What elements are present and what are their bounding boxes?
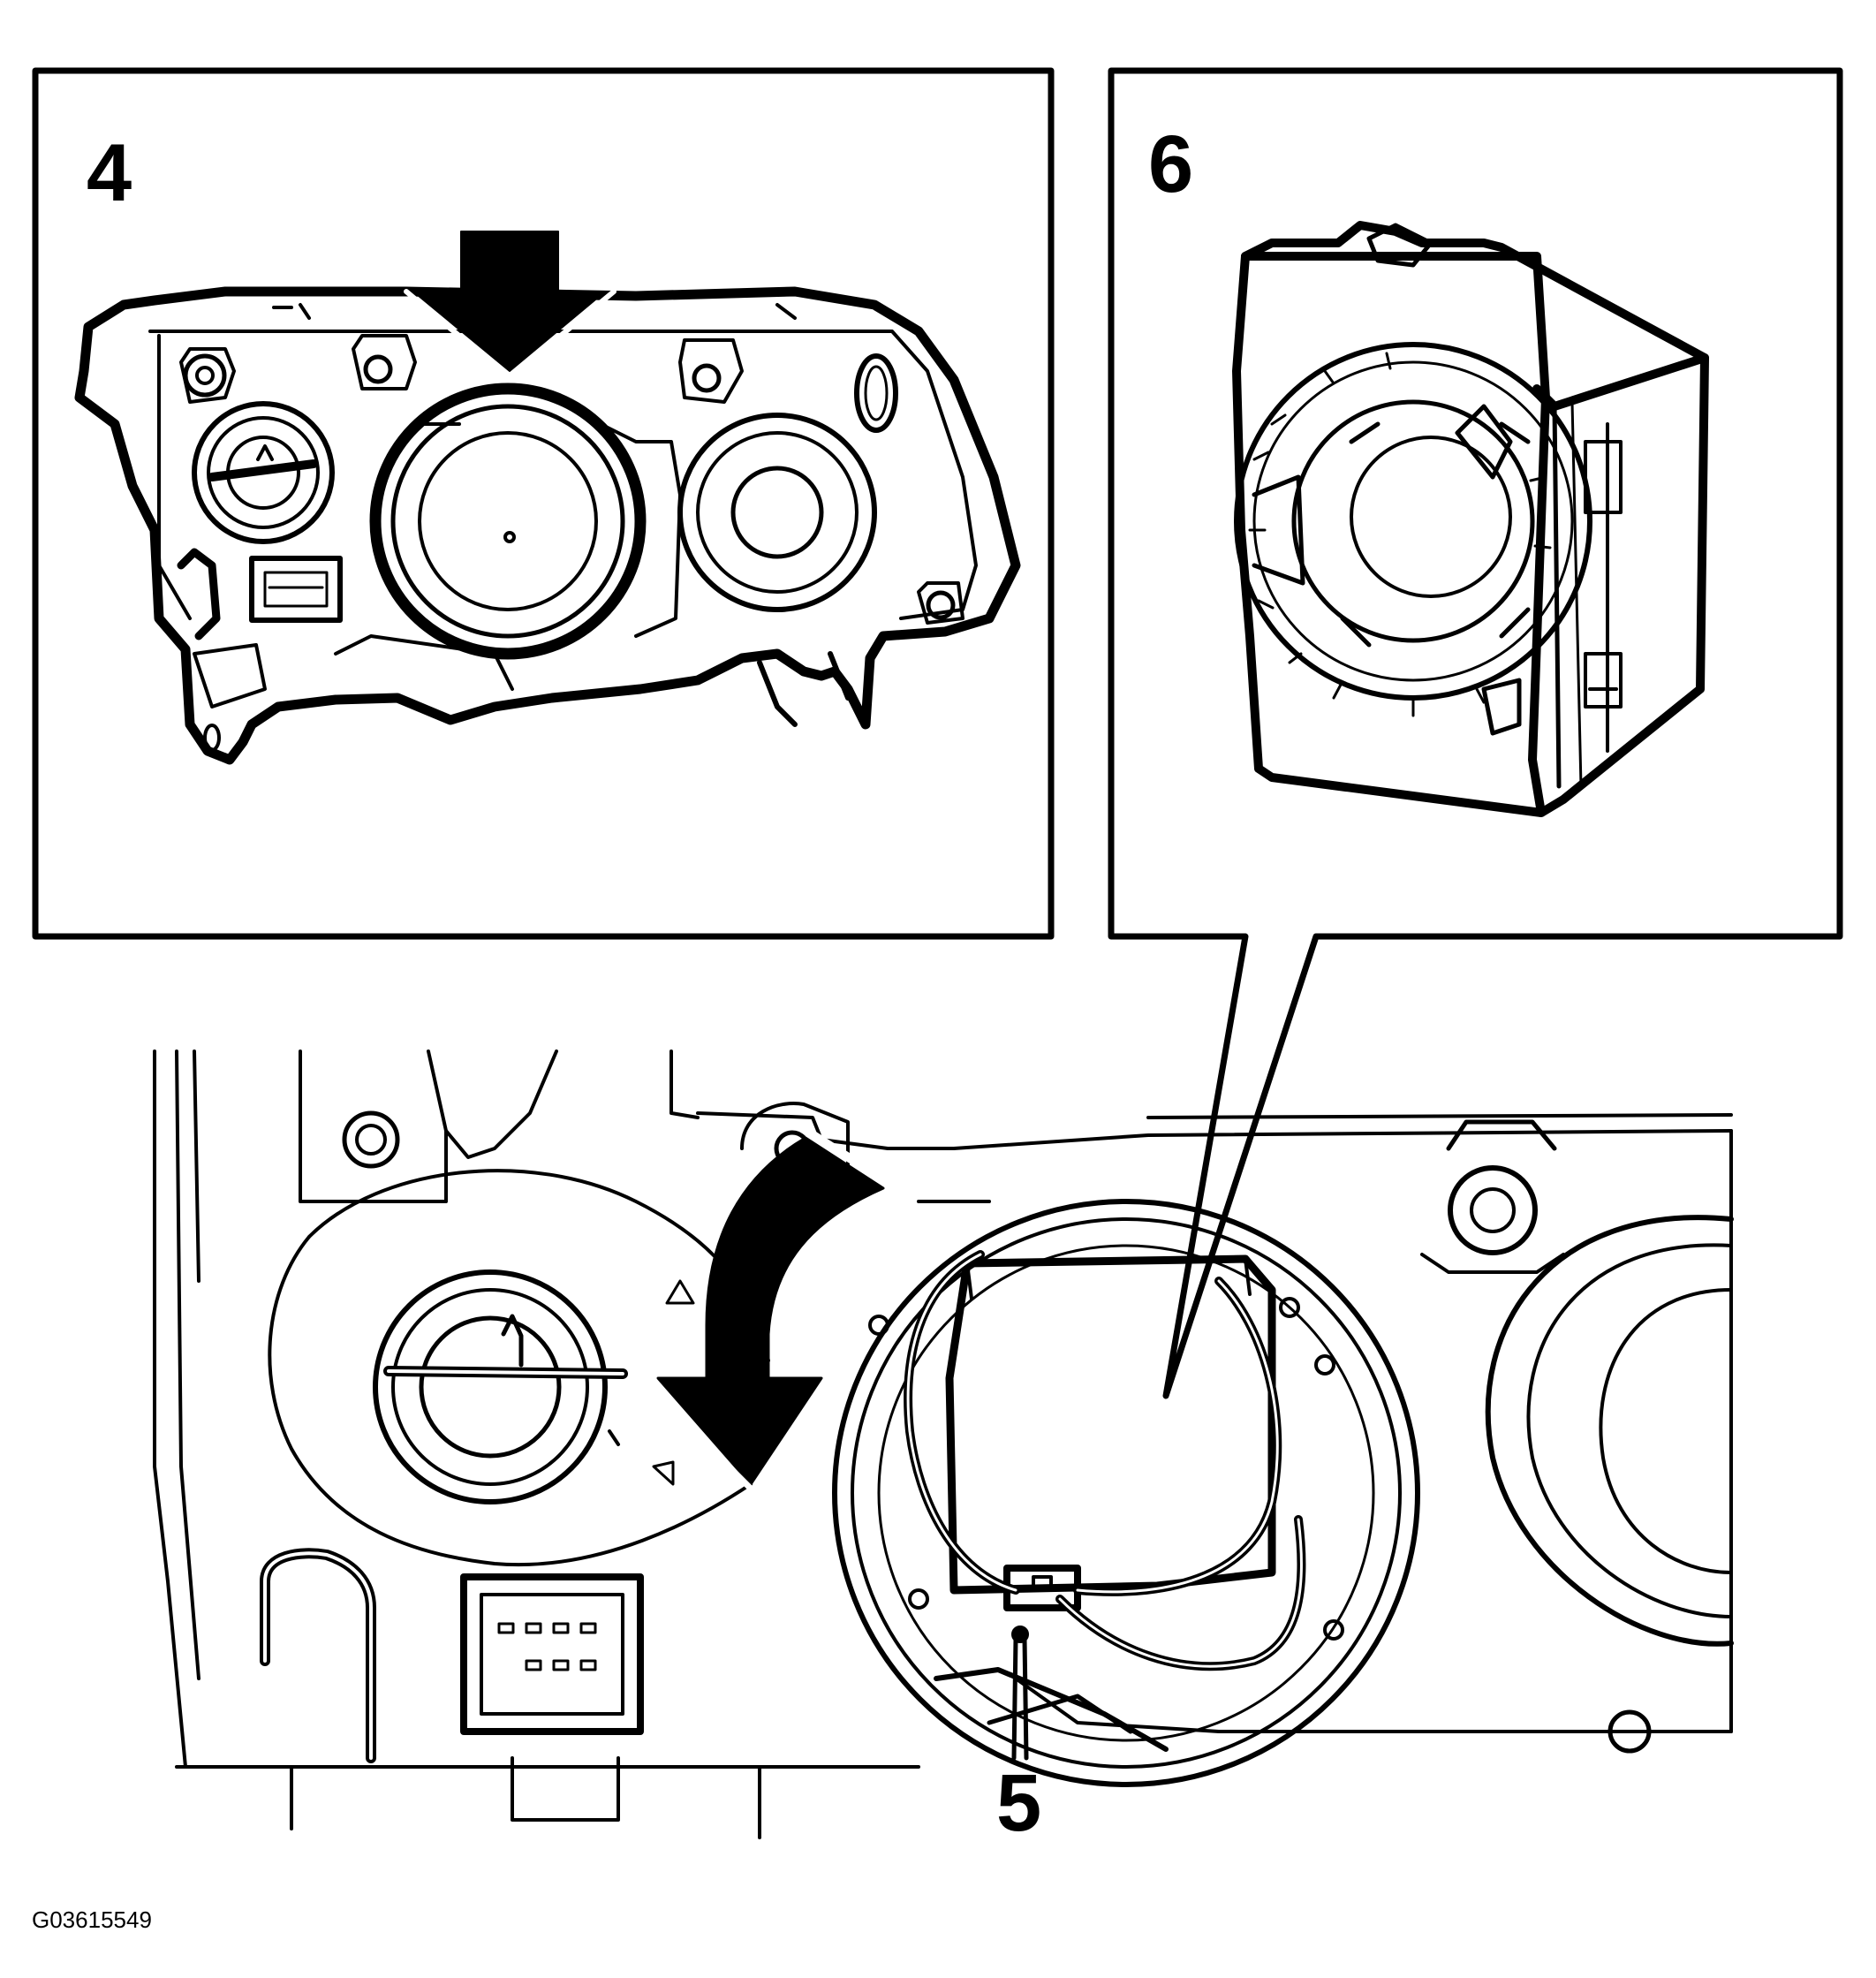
detail-view [153,1050,1734,1839]
panel-6-label: 6 [1148,119,1194,209]
panel-4 [32,67,1055,940]
panel-6 [1108,67,1843,1399]
headlamp-rear-view [74,231,1021,765]
connector-callout: 5 [996,1758,1042,1848]
figure-code: G03615549 [32,1906,152,1933]
panel-4-label: 4 [87,128,132,218]
ballast-module [1232,221,1709,817]
panel-4-frame [32,67,1055,940]
panel-6-frame [1108,67,1843,1399]
rotate-arrow [656,1136,885,1486]
push-arrow [412,231,606,372]
